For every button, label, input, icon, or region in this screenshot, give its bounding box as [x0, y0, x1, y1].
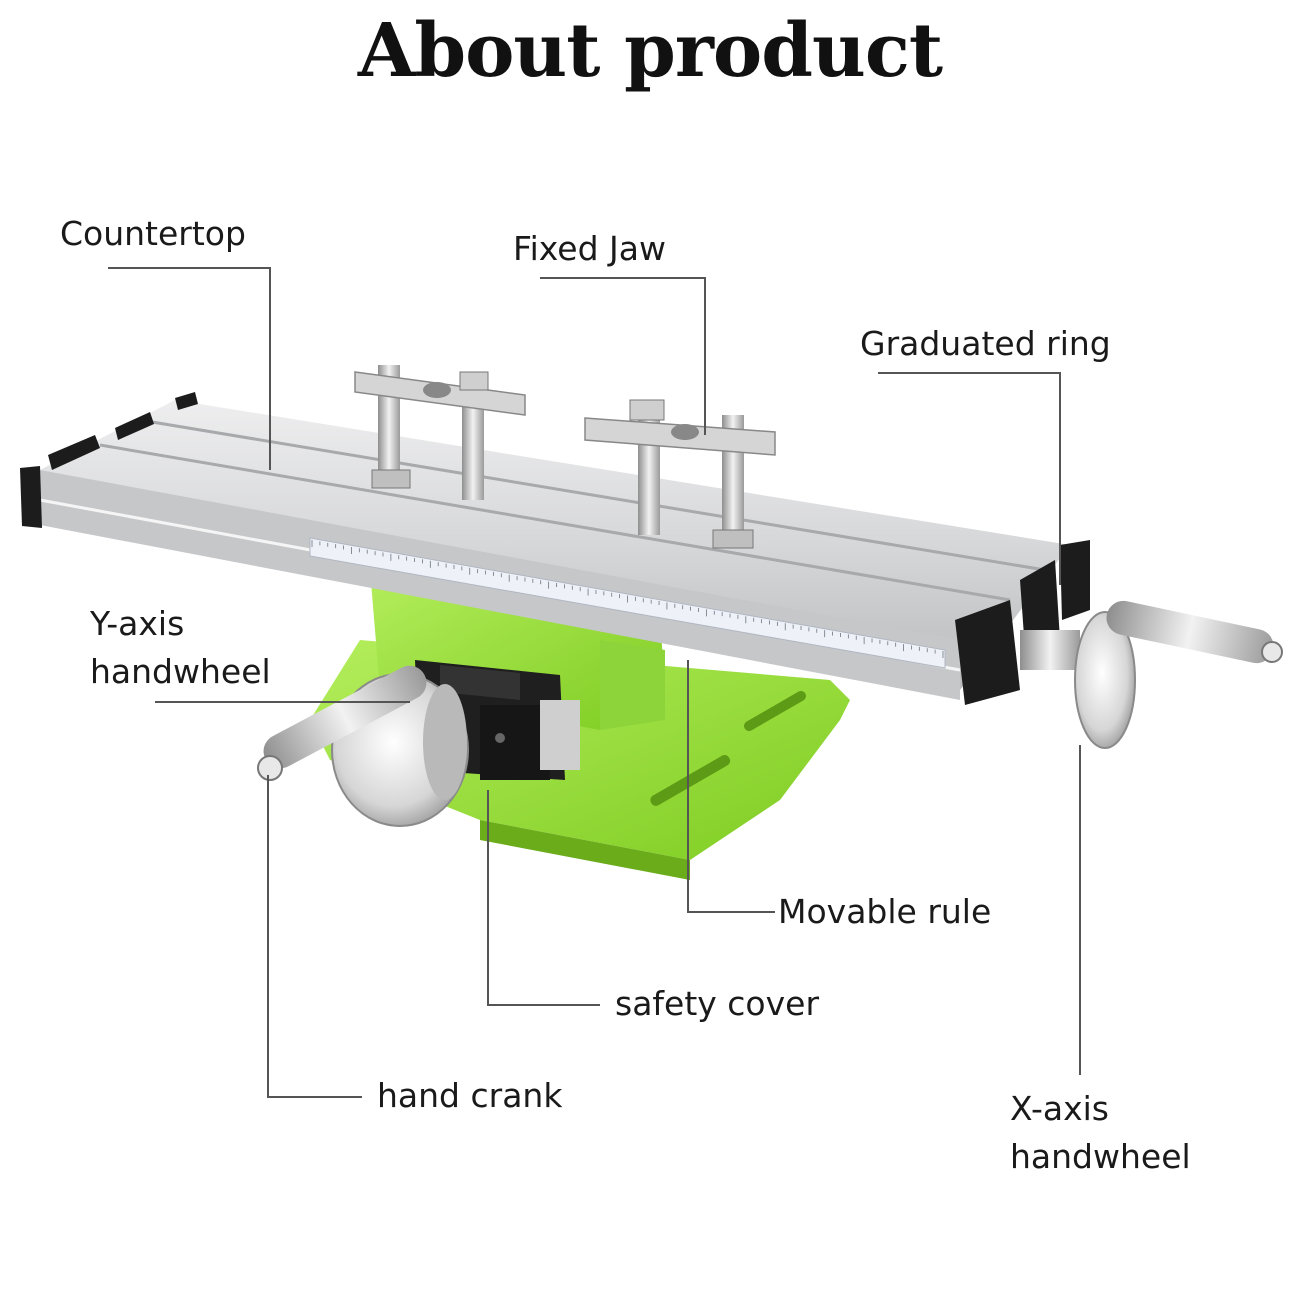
label-hand-crank: hand crank — [377, 1076, 563, 1115]
label-safety-cover: safety cover — [615, 984, 820, 1023]
label-x-axis-line1: X-axis — [1010, 1089, 1109, 1128]
clamp-right — [584, 399, 776, 549]
movable-rule-leader — [687, 660, 775, 913]
label-graduated-ring: Graduated ring — [860, 324, 1111, 363]
label-countertop: Countertop — [60, 214, 246, 253]
label-x-axis-line2: handwheel — [1010, 1137, 1191, 1176]
graduated-ring-leader — [878, 372, 1061, 585]
countertop-leader — [108, 267, 271, 470]
label-movable-rule: Movable rule — [778, 892, 992, 931]
page-title: About product — [357, 8, 943, 94]
rule-ticks — [311, 540, 944, 658]
y-axis-handwheel — [257, 665, 469, 827]
clamp-left — [354, 365, 526, 500]
label-y-axis-line2: handwheel — [90, 652, 271, 691]
hand-crank-leader — [267, 775, 362, 1098]
fixed-jaw-leader — [540, 277, 706, 435]
label-fixed-jaw: Fixed Jaw — [513, 229, 666, 268]
x-axis-handwheel — [1020, 600, 1283, 749]
leader-lines — [108, 267, 1081, 1098]
label-y-axis-line1: Y-axis — [90, 604, 185, 643]
safety-cover-leader — [487, 790, 600, 1006]
movable-rule — [309, 537, 946, 669]
